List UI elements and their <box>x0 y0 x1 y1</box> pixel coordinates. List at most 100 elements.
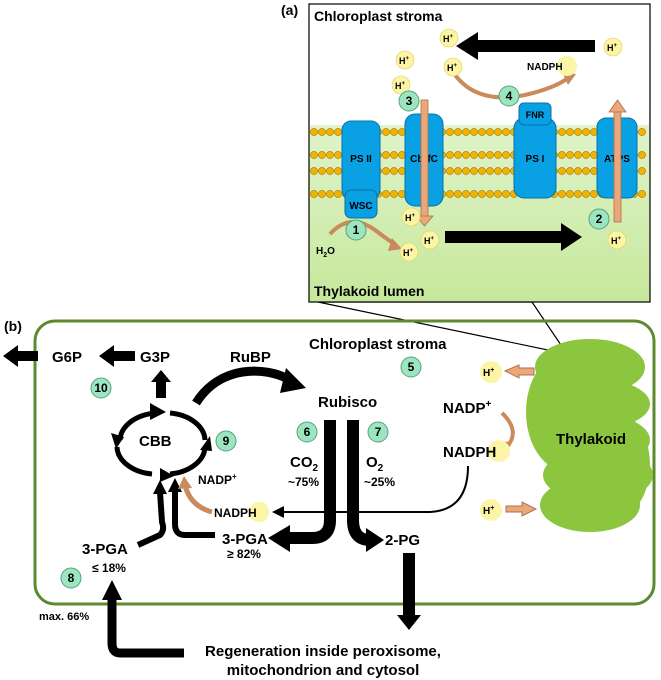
lipid-head <box>494 128 502 136</box>
arrow-2pg-down-head <box>397 615 421 630</box>
cbb-label: CBB <box>139 433 172 450</box>
svg-text:PS I: PS I <box>526 154 545 165</box>
lipid-head <box>558 167 566 175</box>
lipid-head <box>462 167 470 175</box>
lipid-head <box>446 167 454 175</box>
lipid-head <box>326 167 334 175</box>
arrow-2pg-down <box>403 553 415 618</box>
lipid-head <box>446 151 454 159</box>
arrow-3pga-to-cbb <box>172 488 215 538</box>
lipid-head <box>454 167 462 175</box>
lipid-head <box>382 151 390 159</box>
arrow-to-left-edge <box>3 345 38 367</box>
stroma-title-b: Chloroplast stroma <box>309 336 447 353</box>
lipid-head <box>470 151 478 159</box>
lipid-head <box>462 128 470 136</box>
proton-circle <box>391 75 411 95</box>
pga-left-percent: ≤ 18% <box>92 561 126 575</box>
lipid-head <box>478 190 486 198</box>
lipid-head <box>486 151 494 159</box>
lipid-head <box>318 190 326 198</box>
lipid-head <box>638 151 646 159</box>
lipid-head <box>334 190 342 198</box>
proton-label: H+ <box>607 43 618 53</box>
arrow-rubp-to-rubisco <box>192 366 293 406</box>
proton-circle <box>420 230 440 250</box>
arrow-nadph-to-cbb-head <box>272 506 284 518</box>
lipid-head <box>494 190 502 198</box>
lipid-head <box>502 167 510 175</box>
svg-text:9: 9 <box>223 434 230 448</box>
proton-b-2 <box>480 499 502 521</box>
svg-text:4: 4 <box>506 89 513 103</box>
lipid-head <box>310 167 318 175</box>
cbb-nadp-label: NADP+ <box>198 472 237 487</box>
panel-b-label: (b) <box>4 318 22 334</box>
proton-circle <box>603 37 623 57</box>
lipid-head <box>582 151 590 159</box>
lipid-head <box>574 151 582 159</box>
proton-b-1-label: H+ <box>483 367 494 379</box>
arrow-left-3pga-head <box>153 480 167 494</box>
thylakoid-shape <box>526 339 653 532</box>
proton-label: H+ <box>405 213 416 223</box>
lipid-head <box>470 190 478 198</box>
lipid-head <box>454 151 462 159</box>
lipid-head <box>382 167 390 175</box>
arrow-regen-head <box>102 580 122 600</box>
lipid-head <box>382 190 390 198</box>
lipid-head <box>502 128 510 136</box>
arrow-rubisco-to-3pga <box>285 420 336 544</box>
arrow-2pg-head <box>366 528 384 552</box>
lipid-head <box>446 128 454 136</box>
water-label: H2O <box>316 246 335 259</box>
svg-text:5: 5 <box>408 360 415 374</box>
proton-b-1 <box>480 361 502 383</box>
lipid-head <box>334 167 342 175</box>
nadph-h-highlight-a <box>557 56 577 76</box>
regen-line-1: Regeneration inside peroxisome, <box>205 643 441 660</box>
lipid-head <box>318 128 326 136</box>
lipid-head <box>446 190 454 198</box>
lipid-head <box>326 151 334 159</box>
co2-label: CO2 <box>290 454 319 474</box>
lipid-head <box>310 190 318 198</box>
proton-b-2-arrow <box>505 501 538 517</box>
cyt-proton-channel <box>415 99 434 227</box>
lipid-head <box>582 167 590 175</box>
chloroplast-border <box>33 319 656 606</box>
stroma-flow-arrow-head <box>456 32 478 60</box>
cbb-nadph-label: NADPH <box>214 506 257 520</box>
svg-text:PS II: PS II <box>350 154 372 165</box>
o2-label: O2 <box>366 454 384 474</box>
cbb-nadph-curve-head <box>178 476 192 489</box>
lipid-head <box>638 167 646 175</box>
arrow-nadph-to-cbb <box>282 465 469 513</box>
lipid-head <box>334 151 342 159</box>
lipid-head <box>566 190 574 198</box>
arrow-g3p-to-g6p <box>99 345 135 367</box>
lipid-head <box>334 128 342 136</box>
lipid-head <box>454 128 462 136</box>
lipid-head <box>502 151 510 159</box>
pga-left-label: 3-PGA <box>82 541 128 558</box>
lumen-title-a: Thylakoid lumen <box>314 283 424 299</box>
lipid-head <box>310 151 318 159</box>
lipid-head <box>486 167 494 175</box>
lipid-head <box>462 190 470 198</box>
arrow-left-3pga-to-cbb <box>136 491 167 548</box>
o2-percent: ~25% <box>364 475 395 489</box>
lipid-head <box>494 167 502 175</box>
svg-text:1: 1 <box>353 223 360 237</box>
stroma-title-a: Chloroplast stroma <box>314 8 443 24</box>
proton-label: H+ <box>424 236 435 246</box>
cbb-nadph-curve <box>182 484 213 515</box>
lipid-head <box>502 190 510 198</box>
g3p-label: G3P <box>140 349 170 366</box>
lipid-head <box>318 151 326 159</box>
nadph-formation-curve <box>451 70 570 100</box>
ps1-complex: FNR PS I <box>513 102 557 199</box>
svg-text:8: 8 <box>68 571 75 585</box>
lipid-head <box>326 190 334 198</box>
proton-circle <box>395 50 415 70</box>
